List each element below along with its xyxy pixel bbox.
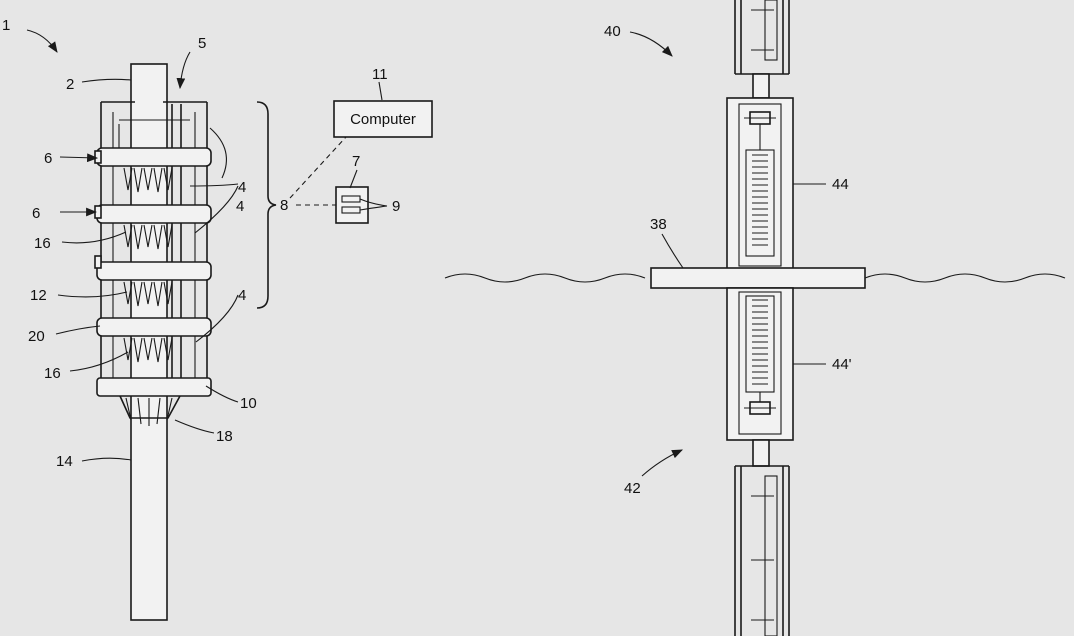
platform-38 bbox=[650, 267, 866, 289]
label-16b: 16 bbox=[44, 365, 61, 382]
label-4c: 4 bbox=[238, 287, 246, 304]
leader-lines-right bbox=[629, 31, 826, 477]
label-20: 20 bbox=[28, 328, 45, 345]
label-2: 2 bbox=[66, 76, 74, 93]
computer-box: Computer bbox=[333, 100, 433, 138]
label-42: 42 bbox=[624, 480, 641, 497]
label-14: 14 bbox=[56, 453, 73, 470]
device-box bbox=[335, 186, 369, 224]
label-16a: 16 bbox=[34, 235, 51, 252]
computer-label: Computer bbox=[350, 111, 416, 128]
label-5: 5 bbox=[198, 35, 206, 52]
label-1: 1 bbox=[2, 17, 10, 34]
label-8: 8 bbox=[280, 197, 288, 214]
reference-labels: 1 2 5 6 6 16 12 20 16 4 4 4 10 18 14 8 1… bbox=[2, 17, 852, 497]
label-7: 7 bbox=[352, 153, 360, 170]
label-10: 10 bbox=[240, 395, 257, 412]
label-4b: 4 bbox=[236, 198, 244, 215]
label-38: 38 bbox=[650, 216, 667, 233]
label-18: 18 bbox=[216, 428, 233, 445]
collars bbox=[96, 147, 212, 397]
label-12: 12 bbox=[30, 287, 47, 304]
water-line-right bbox=[864, 273, 1066, 283]
housing bbox=[100, 101, 208, 392]
rod bbox=[171, 104, 182, 390]
label-4a: 4 bbox=[238, 179, 246, 196]
label-6a: 6 bbox=[44, 150, 52, 167]
housing-44-prime bbox=[726, 287, 794, 441]
label-11: 11 bbox=[372, 66, 388, 83]
label-9: 9 bbox=[392, 198, 400, 215]
label-40: 40 bbox=[604, 23, 621, 40]
label-6b: 6 bbox=[32, 205, 40, 222]
left-assembly bbox=[94, 63, 212, 621]
leader-lines-left bbox=[26, 29, 388, 462]
right-assembly bbox=[444, 0, 1066, 636]
label-44: 44 bbox=[832, 176, 849, 193]
brace bbox=[256, 101, 277, 309]
label-44-prime: 44' bbox=[832, 356, 852, 373]
water-line-left bbox=[444, 273, 646, 283]
